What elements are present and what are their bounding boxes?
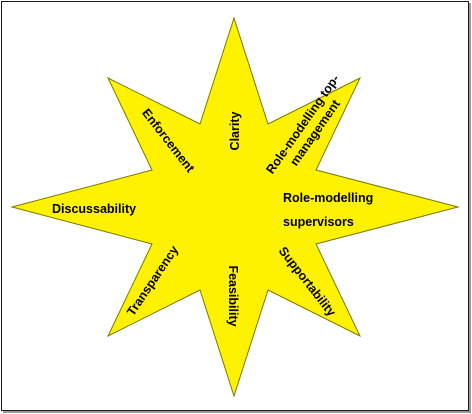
label-feasibility: Feasibility bbox=[226, 265, 240, 326]
label-discussability: Discussability bbox=[52, 202, 136, 216]
label-role-modelling-supervisors: Role-modelling supervisors bbox=[283, 191, 373, 229]
star-shape bbox=[10, 16, 460, 398]
label-role-sup-line2: supervisors bbox=[283, 215, 354, 229]
label-role-sup-line1: Role-modelling bbox=[283, 191, 373, 205]
label-clarity: Clarity bbox=[228, 112, 242, 151]
